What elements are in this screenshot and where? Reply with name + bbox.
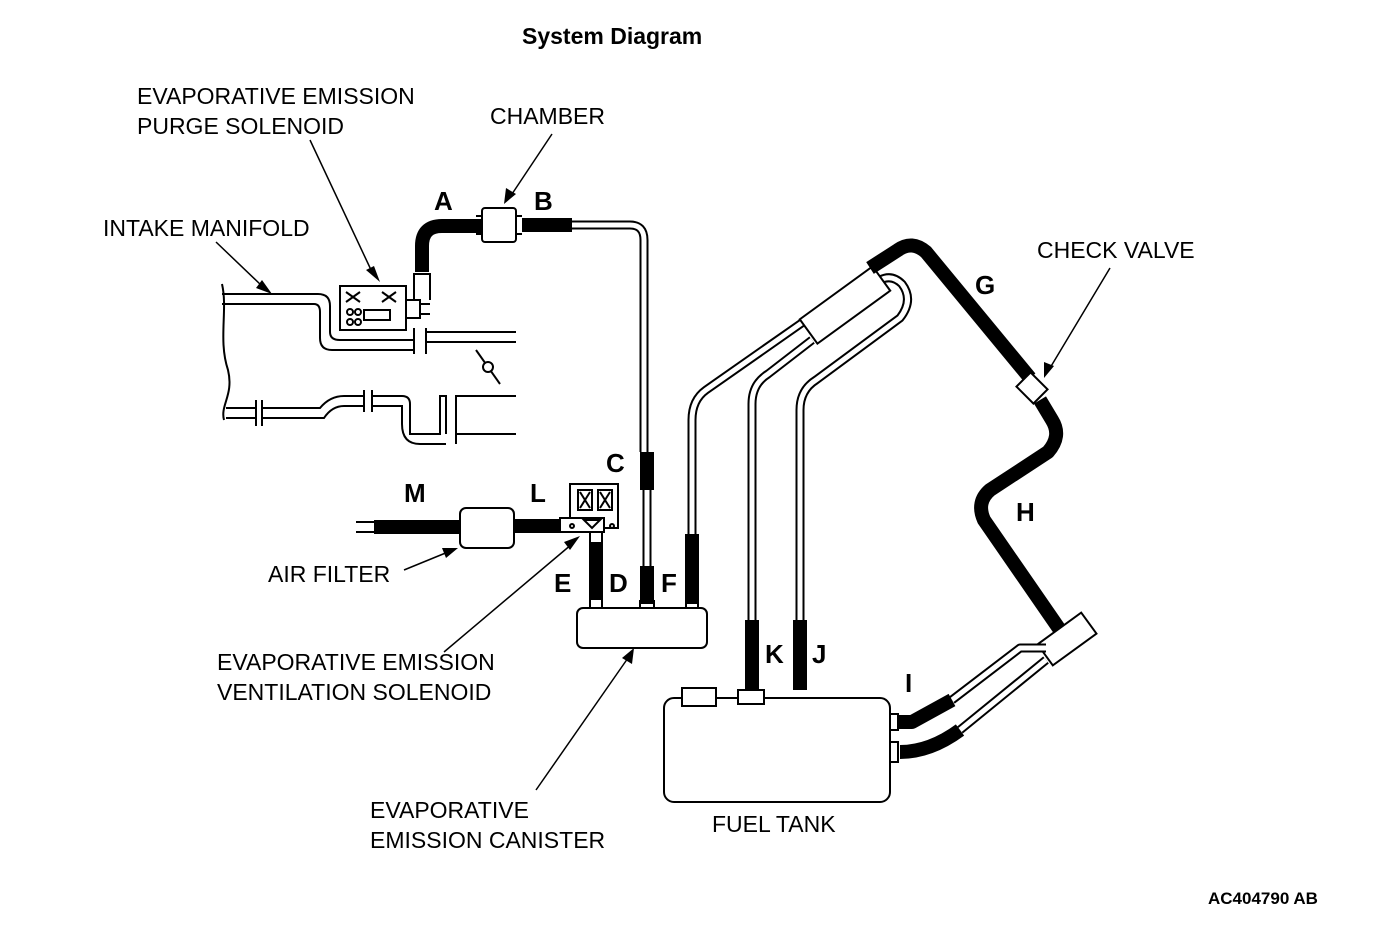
letter-j: J (812, 639, 826, 669)
letter-g: G (975, 270, 995, 300)
letter-h: H (1016, 497, 1035, 527)
label-check-valve: CHECK VALVE (1037, 237, 1195, 263)
chamber (481, 207, 517, 243)
letter-l: L (530, 478, 546, 508)
letter-b: B (534, 186, 553, 216)
label-ventilation-solenoid-line1: EVAPORATIVE EMISSION (217, 649, 495, 675)
ventilation-solenoid (559, 483, 619, 533)
tank-vent-device (798, 265, 892, 345)
letter-i: I (905, 668, 912, 698)
label-canister-line1: EVAPORATIVE (370, 797, 529, 823)
leader-lines (215, 133, 1111, 791)
air-filter (459, 507, 515, 549)
filler-hose (899, 724, 965, 759)
label-canister-line2: EMISSION CANISTER (370, 827, 605, 853)
purge-solenoid (339, 285, 430, 331)
canister (576, 607, 708, 649)
hose-h (974, 396, 1066, 634)
label-air-filter: AIR FILTER (268, 561, 390, 587)
letter-m: M (404, 478, 426, 508)
hose-g (866, 238, 1036, 383)
letter-e: E (554, 568, 571, 598)
fuel-tank (663, 697, 891, 803)
hose-a (415, 219, 482, 272)
tank-pump-cap (681, 687, 717, 707)
label-fuel-tank: FUEL TANK (712, 811, 836, 837)
label-chamber: CHAMBER (490, 103, 605, 129)
label-purge-solenoid-line2: PURGE SOLENOID (137, 113, 344, 139)
letter-f: F (661, 568, 677, 598)
intake-manifold (221, 283, 516, 445)
letter-a: A (434, 186, 453, 216)
letter-k: K (765, 639, 784, 669)
check-valve (1015, 371, 1049, 405)
hose-i (898, 693, 956, 729)
page-title: System Diagram (522, 23, 702, 49)
tank-valve (737, 689, 765, 705)
letter-c: C (606, 448, 625, 478)
label-intake-manifold: INTAKE MANIFOLD (103, 215, 310, 241)
filler-neck-device (1036, 611, 1098, 667)
letter-d: D (609, 568, 628, 598)
figure-code: AC404790 AB (1208, 889, 1318, 908)
label-ventilation-solenoid-line2: VENTILATION SOLENOID (217, 679, 491, 705)
label-purge-solenoid-line1: EVAPORATIVE EMISSION (137, 83, 415, 109)
